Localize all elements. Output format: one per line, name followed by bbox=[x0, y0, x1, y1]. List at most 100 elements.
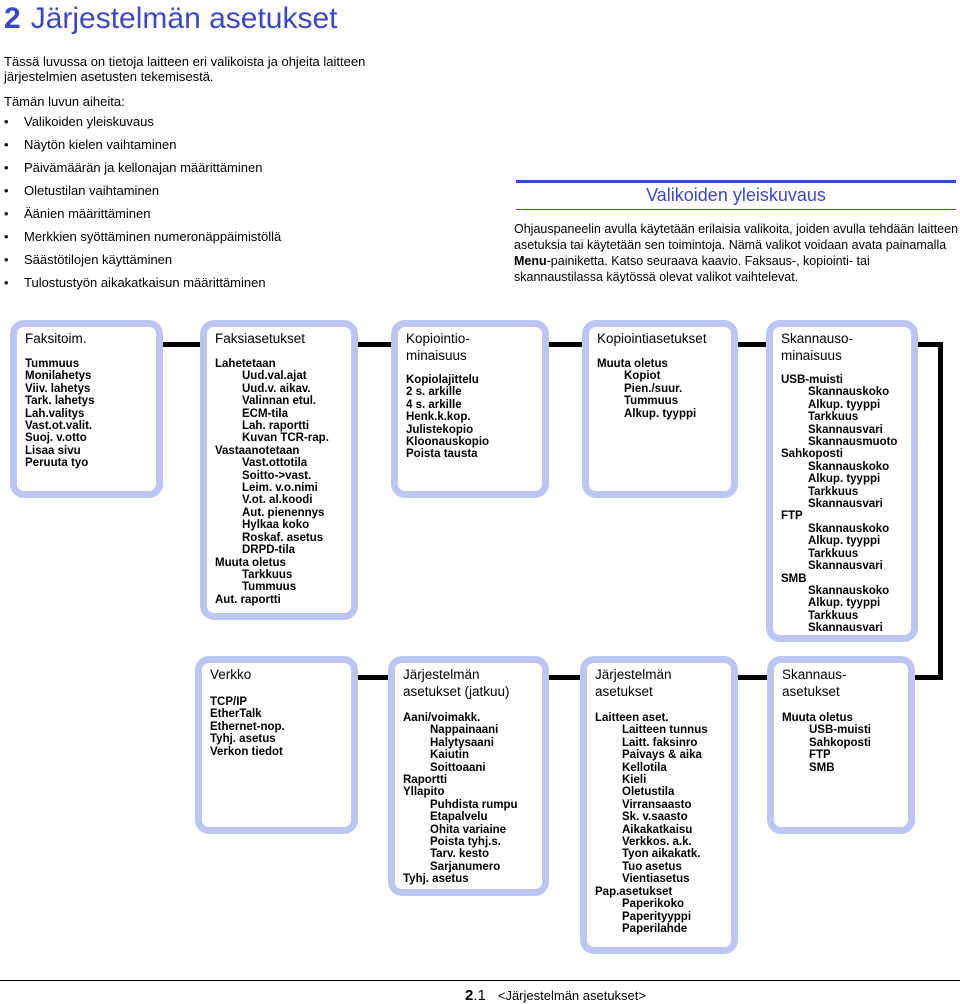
menu-item[interactable]: TCP/IP bbox=[210, 696, 248, 708]
menu-item[interactable]: Hylkaa koko bbox=[242, 519, 310, 532]
menu-item[interactable]: Tarkkuus bbox=[808, 609, 859, 622]
topic-item[interactable]: •Päivämäärän ja kellonajan määrittäminen bbox=[4, 160, 281, 183]
menu-item[interactable]: Paivays & aika bbox=[622, 749, 702, 762]
menu-item[interactable]: Julistekopio bbox=[406, 423, 474, 436]
menu-item[interactable]: Henk.k.kop. bbox=[406, 411, 471, 424]
menu-item[interactable]: Poista tausta bbox=[406, 448, 478, 461]
menu-item[interactable]: FTP bbox=[809, 749, 831, 762]
topic-item[interactable]: •Äänien määrittäminen bbox=[4, 206, 281, 229]
menu-item[interactable]: Skannausvari bbox=[808, 560, 883, 573]
menu-item[interactable]: Tarkkuus bbox=[242, 568, 293, 581]
menu-item[interactable]: Aikakatkaisu bbox=[622, 823, 693, 836]
menu-item[interactable]: Skannauskoko bbox=[808, 386, 890, 399]
menu-item[interactable]: Alkup. tyyppi bbox=[808, 473, 881, 486]
menu-item[interactable]: 2 s. arkille bbox=[406, 386, 462, 399]
menu-item[interactable]: SMB bbox=[781, 572, 807, 585]
menu-item[interactable]: Nappainaani bbox=[430, 724, 499, 737]
menu-item[interactable]: Laitt. faksinro bbox=[622, 736, 698, 749]
menu-item[interactable]: Verkon tiedot bbox=[210, 745, 283, 758]
menu-item[interactable]: Uud.val.ajat bbox=[242, 370, 307, 383]
menu-item[interactable]: Skannausmuoto bbox=[808, 436, 898, 449]
menu-item[interactable]: Muuta oletus bbox=[215, 556, 286, 569]
menu-item[interactable]: USB-muisti bbox=[809, 724, 871, 737]
menu-item[interactable]: Tummuus bbox=[242, 581, 297, 594]
menu-item[interactable]: Vast.ottotila bbox=[242, 457, 308, 470]
menu-item[interactable]: Kopiot bbox=[624, 370, 661, 383]
menu-item[interactable]: Laitteen aset. bbox=[595, 712, 669, 724]
menu-item[interactable]: Lisaa sivu bbox=[25, 444, 81, 457]
menu-item[interactable]: Kellotila bbox=[622, 761, 667, 774]
menu-item[interactable]: SMB bbox=[809, 761, 835, 774]
menu-item[interactable]: Uud.v. aikav. bbox=[242, 382, 311, 395]
menu-item[interactable]: Kaiutin bbox=[430, 749, 469, 762]
menu-item[interactable]: Verkkos. a.k. bbox=[622, 836, 692, 849]
menu-item[interactable]: Tyhj. asetus bbox=[403, 873, 469, 886]
menu-item[interactable]: Paperityyppi bbox=[622, 910, 692, 923]
menu-item[interactable]: Tarkkuus bbox=[808, 485, 859, 498]
menu-item[interactable]: DRPD-tila bbox=[242, 544, 296, 557]
menu-item[interactable]: Pien./suur. bbox=[624, 382, 683, 395]
menu-item[interactable]: Oletustila bbox=[622, 786, 675, 799]
menu-item[interactable]: Raportti bbox=[403, 774, 448, 787]
menu-item[interactable]: Alkup. tyyppi bbox=[624, 407, 697, 420]
topic-item[interactable]: •Oletustilan vaihtaminen bbox=[4, 183, 281, 206]
menu-item[interactable]: Paperilahde bbox=[622, 922, 688, 935]
menu-item[interactable]: Tummuus bbox=[624, 395, 679, 408]
menu-item[interactable]: Muuta oletus bbox=[782, 712, 853, 724]
menu-item[interactable]: Aut. raportti bbox=[215, 593, 281, 606]
menu-item[interactable]: Peruuta tyo bbox=[25, 457, 89, 470]
menu-item[interactable]: Tarkkuus bbox=[808, 411, 859, 424]
menu-item[interactable]: Tark. lahetys bbox=[25, 395, 95, 408]
menu-box-jarjestelma-jatkuu[interactable]: Järjestelmän asetukset (jatkuu) Aani/voi… bbox=[388, 656, 549, 896]
menu-item[interactable]: Ohita variaine bbox=[430, 823, 507, 836]
menu-item[interactable]: Yllapito bbox=[403, 786, 445, 799]
menu-item[interactable]: Vastaanotetaan bbox=[215, 444, 300, 457]
menu-item[interactable]: Lah. raportti bbox=[242, 420, 310, 433]
menu-item[interactable]: Skannauskoko bbox=[808, 584, 890, 597]
menu-item[interactable]: Kieli bbox=[622, 774, 647, 787]
menu-item[interactable]: Roskaf. asetus bbox=[242, 531, 324, 544]
menu-item[interactable]: Valinnan etul. bbox=[242, 395, 317, 408]
menu-item[interactable]: Monilahetys bbox=[25, 370, 92, 383]
menu-item[interactable]: Sk. v.saasto bbox=[622, 811, 688, 824]
menu-item[interactable]: Tummuus bbox=[25, 358, 80, 370]
menu-item[interactable]: Kloonauskopio bbox=[406, 436, 490, 449]
menu-item[interactable]: Alkup. tyyppi bbox=[808, 398, 881, 411]
menu-item[interactable]: Halytysaani bbox=[430, 736, 494, 749]
menu-item[interactable]: EtherTalk bbox=[210, 708, 262, 721]
menu-item[interactable]: Kopiolajittelu bbox=[406, 374, 479, 386]
menu-item[interactable]: Sarjanumero bbox=[430, 860, 501, 873]
menu-item[interactable]: Skannausvari bbox=[808, 423, 883, 436]
menu-item[interactable]: Ethernet-nop. bbox=[210, 720, 285, 733]
menu-item[interactable]: Etapalvelu bbox=[430, 811, 488, 824]
topic-item[interactable]: •Säästötilojen käyttäminen bbox=[4, 252, 281, 275]
menu-item[interactable]: Vientiasetus bbox=[622, 873, 690, 886]
menu-item[interactable]: Lah.valitys bbox=[25, 407, 85, 420]
menu-item[interactable]: Puhdista rumpu bbox=[430, 798, 518, 811]
menu-item[interactable]: Vast.ot.valit. bbox=[25, 420, 93, 433]
menu-item[interactable]: Alkup. tyyppi bbox=[808, 535, 881, 548]
menu-item[interactable]: Skannauskoko bbox=[808, 460, 890, 473]
menu-item[interactable]: Muuta oletus bbox=[597, 358, 668, 370]
menu-item[interactable]: Sahkoposti bbox=[809, 736, 871, 749]
menu-item[interactable]: Tarkkuus bbox=[808, 547, 859, 560]
menu-item[interactable]: ECM-tila bbox=[242, 407, 288, 420]
menu-item[interactable]: Skannausvari bbox=[808, 622, 883, 635]
menu-item[interactable]: Lahetetaan bbox=[215, 358, 276, 370]
topic-item[interactable]: •Valikoiden yleiskuvaus bbox=[4, 114, 281, 137]
menu-item[interactable]: Kuvan TCR-rap. bbox=[242, 432, 329, 445]
topic-item[interactable]: •Näytön kielen vaihtaminen bbox=[4, 137, 281, 160]
menu-item[interactable]: Aut. pienennys bbox=[242, 506, 325, 519]
menu-item[interactable]: Laitteen tunnus bbox=[622, 724, 708, 737]
menu-item[interactable]: USB-muisti bbox=[781, 374, 843, 386]
menu-item[interactable]: Soitto->vast. bbox=[242, 469, 312, 482]
menu-item[interactable]: Suoj. v.otto bbox=[25, 432, 87, 445]
menu-item[interactable]: Tyhj. asetus bbox=[210, 733, 276, 746]
menu-item[interactable]: Tuo asetus bbox=[622, 860, 682, 873]
